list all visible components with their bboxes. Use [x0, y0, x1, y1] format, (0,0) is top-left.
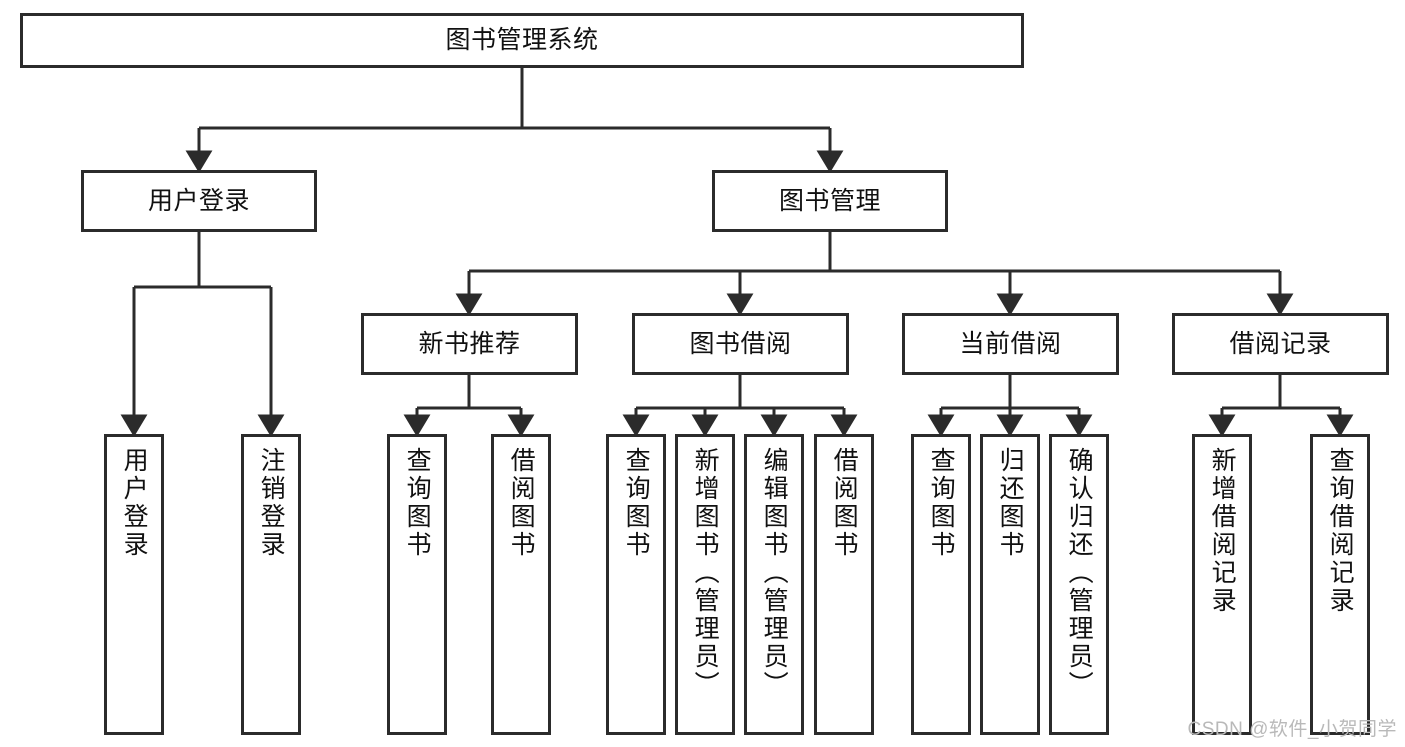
node-label: 用户登录	[120, 447, 149, 559]
node-label: 借阅图书	[830, 447, 859, 559]
node-label: 查询图书	[927, 447, 956, 559]
node-label: 图书管理系统	[445, 26, 599, 55]
csdn-watermark: CSDN @软件_小贺同学	[1187, 719, 1397, 740]
node-label: 查询图书	[403, 447, 432, 559]
leaf-book-borrow-edit-book[interactable]: 编辑图书（管理员）	[744, 434, 804, 735]
node-root-book-management-system[interactable]: 图书管理系统	[20, 13, 1024, 68]
node-current-borrow[interactable]: 当前借阅	[902, 313, 1119, 375]
node-new-book-recommend[interactable]: 新书推荐	[361, 313, 578, 375]
node-borrow-record[interactable]: 借阅记录	[1172, 313, 1389, 375]
node-label: 归还图书	[996, 447, 1025, 559]
node-book-management[interactable]: 图书管理	[712, 170, 948, 232]
node-label: 当前借阅	[959, 329, 1062, 358]
leaf-book-borrow-query-book[interactable]: 查询图书	[606, 434, 666, 735]
node-label: 图书借阅	[689, 329, 792, 358]
node-label: 查询借阅记录	[1326, 447, 1355, 615]
node-label: 图书管理	[778, 186, 881, 215]
node-label: 确认归还（管理员）	[1065, 447, 1094, 699]
node-label: 借阅记录	[1229, 329, 1332, 358]
node-label: 查询图书	[622, 447, 651, 559]
node-label: 编辑图书（管理员）	[760, 447, 789, 699]
node-book-borrow[interactable]: 图书借阅	[632, 313, 849, 375]
leaf-new-book-borrow-book[interactable]: 借阅图书	[491, 434, 551, 735]
node-label: 用户登录	[147, 186, 250, 215]
node-label: 新书推荐	[418, 329, 521, 358]
leaf-user-login-logout[interactable]: 注销登录	[241, 434, 301, 735]
leaf-borrow-record-query-record[interactable]: 查询借阅记录	[1310, 434, 1370, 735]
node-label: 新增借阅记录	[1208, 447, 1237, 615]
leaf-new-book-query-book[interactable]: 查询图书	[387, 434, 447, 735]
leaf-current-borrow-confirm-return[interactable]: 确认归还（管理员）	[1049, 434, 1109, 735]
leaf-book-borrow-borrow-book[interactable]: 借阅图书	[814, 434, 874, 735]
leaf-current-borrow-return-book[interactable]: 归还图书	[980, 434, 1040, 735]
leaf-book-borrow-add-book[interactable]: 新增图书（管理员）	[675, 434, 735, 735]
node-user-login[interactable]: 用户登录	[81, 170, 317, 232]
leaf-current-borrow-query-book[interactable]: 查询图书	[911, 434, 971, 735]
leaf-borrow-record-add-record[interactable]: 新增借阅记录	[1192, 434, 1252, 735]
node-label: 借阅图书	[507, 447, 536, 559]
node-label: 新增图书（管理员）	[691, 447, 720, 699]
node-label: 注销登录	[257, 447, 286, 559]
leaf-user-login-login[interactable]: 用户登录	[104, 434, 164, 735]
